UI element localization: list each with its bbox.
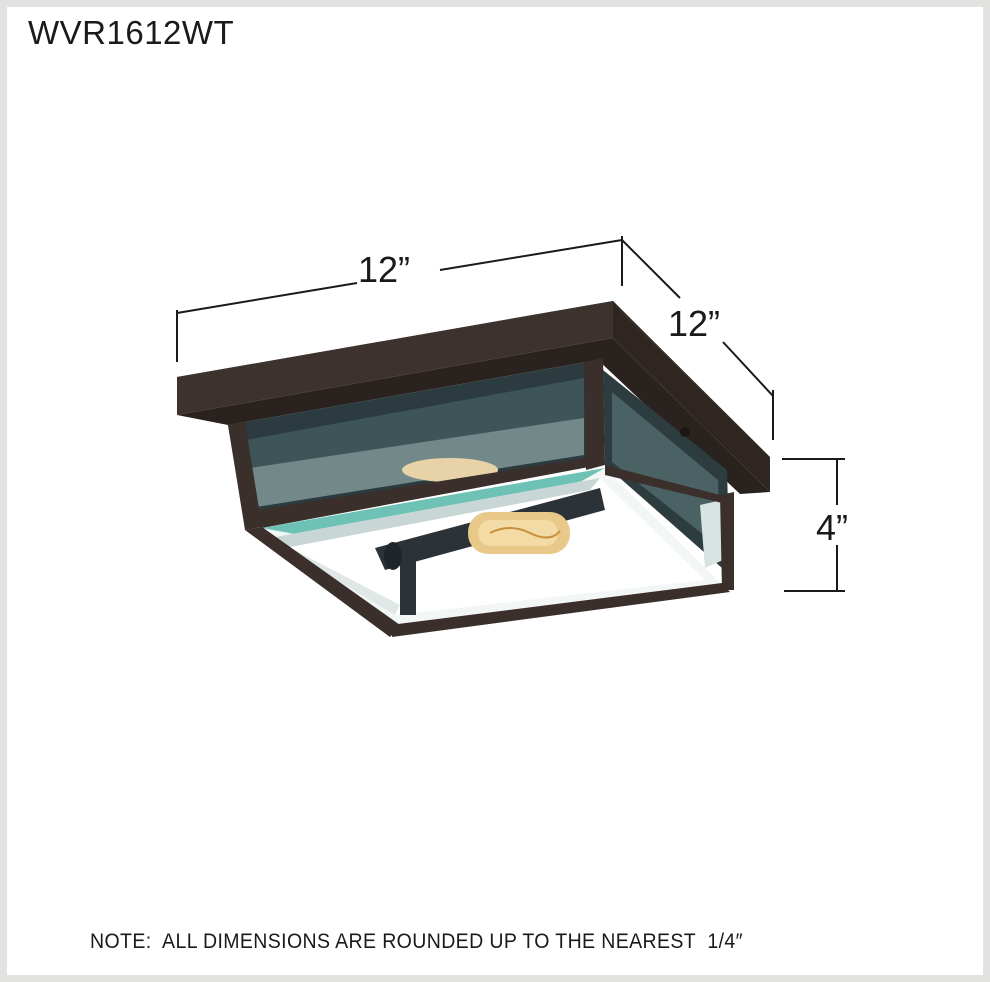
- height-dimension-label: 4”: [816, 507, 848, 548]
- depth-dimension-label: 12”: [668, 303, 720, 344]
- lamp-illustration: [177, 301, 770, 637]
- dimension-note: NOTE: ALL DIMENSIONS ARE ROUNDED UP TO T…: [90, 930, 743, 953]
- model-number-title: WVR1612WT: [28, 14, 235, 51]
- depth-dim-line-top: [621, 239, 681, 299]
- depth-dim-line-bottom: [722, 341, 774, 397]
- width-dim-line-right: [439, 239, 623, 271]
- width-dimension-label: 12”: [358, 249, 410, 290]
- width-dim-line-left: [176, 282, 358, 314]
- dimension-lines: [176, 236, 845, 592]
